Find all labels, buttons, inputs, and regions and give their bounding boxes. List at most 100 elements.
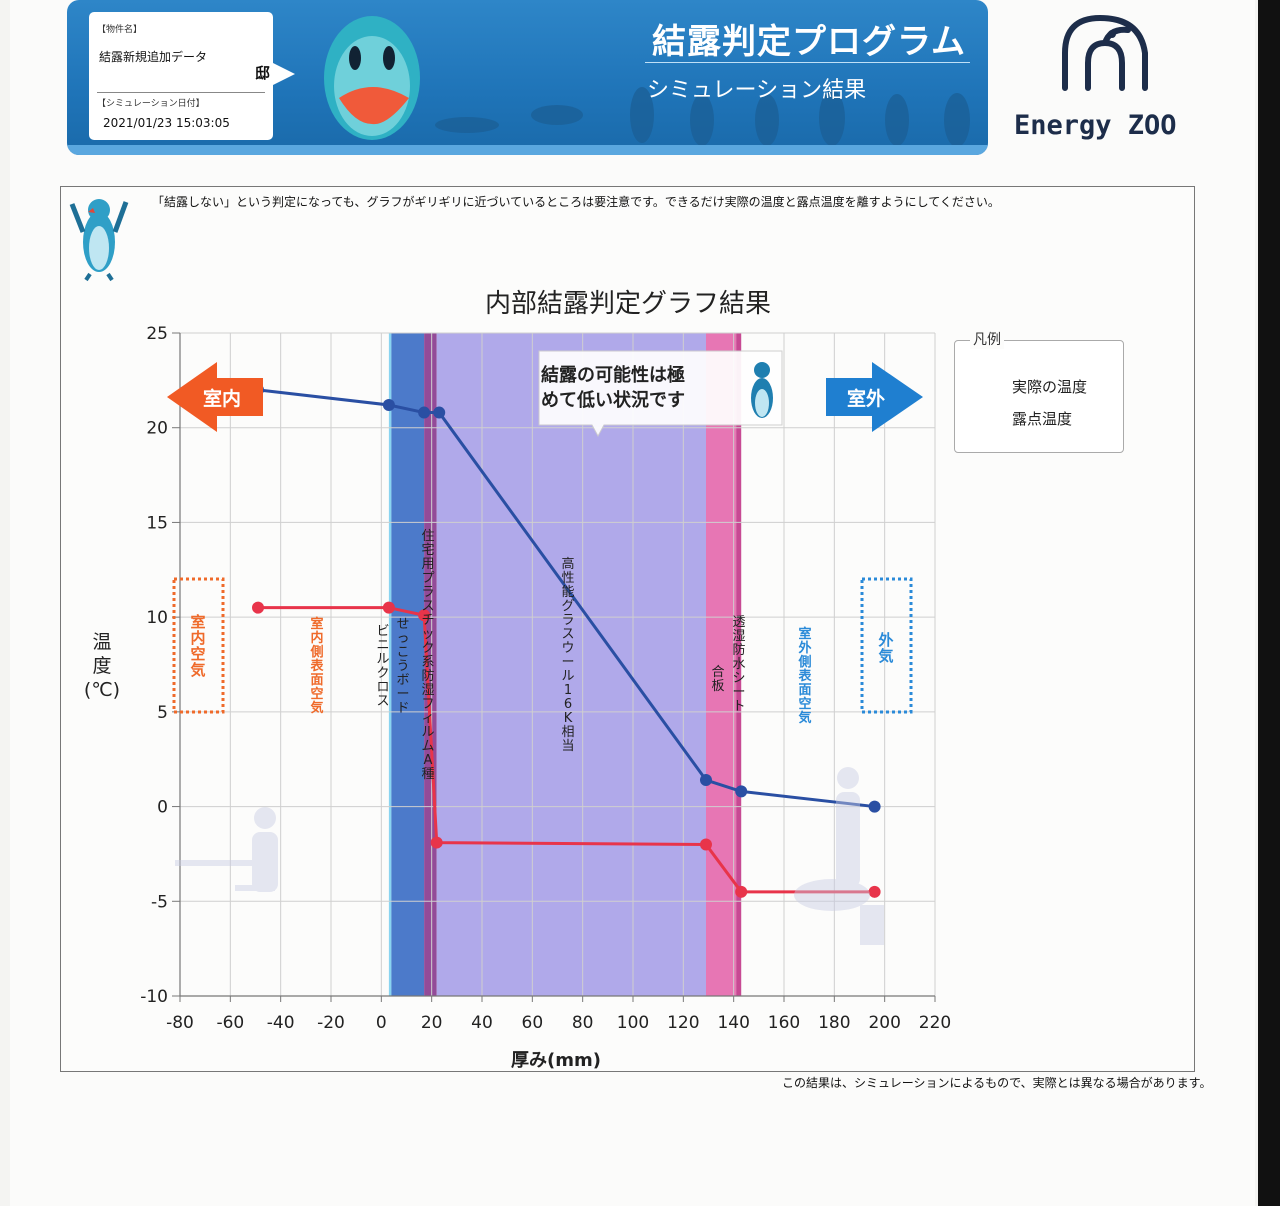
- svg-text:せ: せ: [396, 617, 409, 632]
- x-tick-label: -60: [216, 1013, 244, 1033]
- svg-text:ル: ル: [561, 669, 574, 684]
- y-tick-label: 15: [146, 513, 168, 533]
- x-tick-label: 140: [717, 1013, 749, 1033]
- outdoor-air-box: [860, 577, 913, 714]
- walker-head: [837, 767, 859, 789]
- y-axis-label: 度: [92, 655, 111, 677]
- callout-penguin-icon: [751, 362, 773, 418]
- x-tick-label: 0: [376, 1013, 387, 1033]
- silhouette-chair: [235, 885, 275, 891]
- svg-text:気: 気: [798, 710, 811, 726]
- x-tick-label: 40: [471, 1013, 493, 1033]
- svg-text:ル: ル: [376, 652, 389, 667]
- y-tick-label: 5: [157, 703, 168, 723]
- svg-text:チ: チ: [421, 613, 434, 628]
- indoor-air-box: [172, 577, 225, 714]
- dew-point-point: [735, 885, 748, 898]
- x-tick-label: 200: [868, 1013, 900, 1033]
- caution-note: 「結露しない」という判定になっても、グラフがギリギリに近づいているところは要注意…: [152, 195, 1000, 209]
- actual-temperature-point: [735, 785, 748, 798]
- svg-text:ィ: ィ: [421, 711, 434, 726]
- y-axis-label: (℃): [84, 679, 120, 701]
- svg-text:ト: ト: [732, 699, 745, 714]
- svg-text:室: 室: [190, 613, 205, 631]
- dew-point-point: [868, 885, 881, 898]
- people-silhouette-icon: [175, 807, 278, 892]
- svg-text:フ: フ: [421, 697, 434, 712]
- svg-text:面: 面: [798, 683, 811, 698]
- svg-text:ラ: ラ: [421, 585, 434, 600]
- x-tick-label: 160: [768, 1013, 800, 1033]
- svg-text:当: 当: [561, 739, 574, 754]
- property-info-box: 【物件名】 結露新規追加データ 邸 【シミュレーション日付】 2021/01/2…: [89, 12, 273, 140]
- legend-actual-temperature: 実際の温度: [1012, 378, 1088, 396]
- legend-title: 凡例: [970, 329, 1004, 349]
- svg-text:相: 相: [561, 725, 574, 740]
- svg-text:グ: グ: [561, 599, 574, 614]
- svg-text:A: A: [424, 753, 433, 768]
- penguin-belly: [755, 389, 769, 417]
- svg-text:K: K: [564, 711, 573, 726]
- x-tick-label: 80: [572, 1013, 594, 1033]
- x-tick-label: -20: [317, 1013, 345, 1033]
- svg-text:室: 室: [798, 626, 811, 642]
- date-label: 【シミュレーション日付】: [97, 99, 205, 109]
- dew-point-point: [382, 601, 395, 614]
- callout-bubble: [538, 350, 783, 438]
- actual-temperature-point: [433, 406, 446, 419]
- elephant-logo-icon: [1062, 14, 1148, 91]
- svg-text:種: 種: [421, 766, 434, 782]
- svg-text:ド: ド: [396, 701, 409, 716]
- callout-line-1: 結露の可能性は極: [541, 364, 685, 386]
- dew-point-point: [252, 601, 265, 614]
- svg-text:ム: ム: [421, 739, 434, 754]
- layer-band: [388, 333, 392, 996]
- actual-temperature-point: [868, 800, 881, 813]
- brand-name: Energy ZOO: [1014, 110, 1177, 141]
- dew-point-point: [699, 838, 712, 851]
- svg-text:外: 外: [797, 640, 811, 656]
- svg-text:空: 空: [310, 686, 323, 702]
- svg-text:ッ: ッ: [421, 627, 434, 642]
- svg-text:水: 水: [732, 657, 745, 672]
- svg-text:ビ: ビ: [376, 624, 389, 639]
- legend-box: [954, 340, 1124, 453]
- svg-text:ニ: ニ: [376, 638, 389, 653]
- svg-text:ス: ス: [376, 694, 389, 709]
- svg-text:ー: ー: [396, 687, 409, 702]
- svg-text:防: 防: [732, 642, 745, 658]
- svg-text:ス: ス: [421, 599, 434, 614]
- svg-text:防: 防: [421, 668, 434, 684]
- layer-label: 合板: [711, 665, 724, 694]
- layer-band: [391, 333, 425, 996]
- chart-title: 内部結露判定グラフ結果: [485, 289, 771, 319]
- svg-text:透: 透: [732, 615, 745, 630]
- svg-text:表: 表: [309, 658, 324, 674]
- svg-text:ク: ク: [421, 641, 434, 656]
- layer-band: [424, 333, 437, 996]
- outdoor-arrow-icon: [826, 362, 923, 432]
- svg-text:ウ: ウ: [561, 641, 574, 656]
- svg-text:気: 気: [878, 647, 893, 665]
- actual-temperature-point: [382, 398, 395, 411]
- x-tick-label: -40: [267, 1013, 295, 1033]
- window-edge: [1258, 0, 1280, 1206]
- silhouette-body: [252, 832, 278, 892]
- banner-strip: [67, 145, 988, 155]
- svg-text:シ: シ: [732, 671, 745, 686]
- svg-text:宅: 宅: [421, 543, 434, 558]
- x-tick-label: 120: [667, 1013, 699, 1033]
- property-name: 結露新規追加データ: [99, 50, 208, 64]
- svg-text:空: 空: [798, 696, 811, 712]
- x-tick-label: 20: [421, 1013, 443, 1033]
- header-banner: 【物件名】 結露新規追加データ 邸 【シミュレーション日付】 2021/01/2…: [67, 0, 988, 155]
- y-tick-label: 10: [146, 608, 168, 628]
- info-divider: [97, 92, 265, 93]
- silhouette-head: [254, 807, 276, 829]
- indoor-arrow-label: 室内: [203, 387, 241, 410]
